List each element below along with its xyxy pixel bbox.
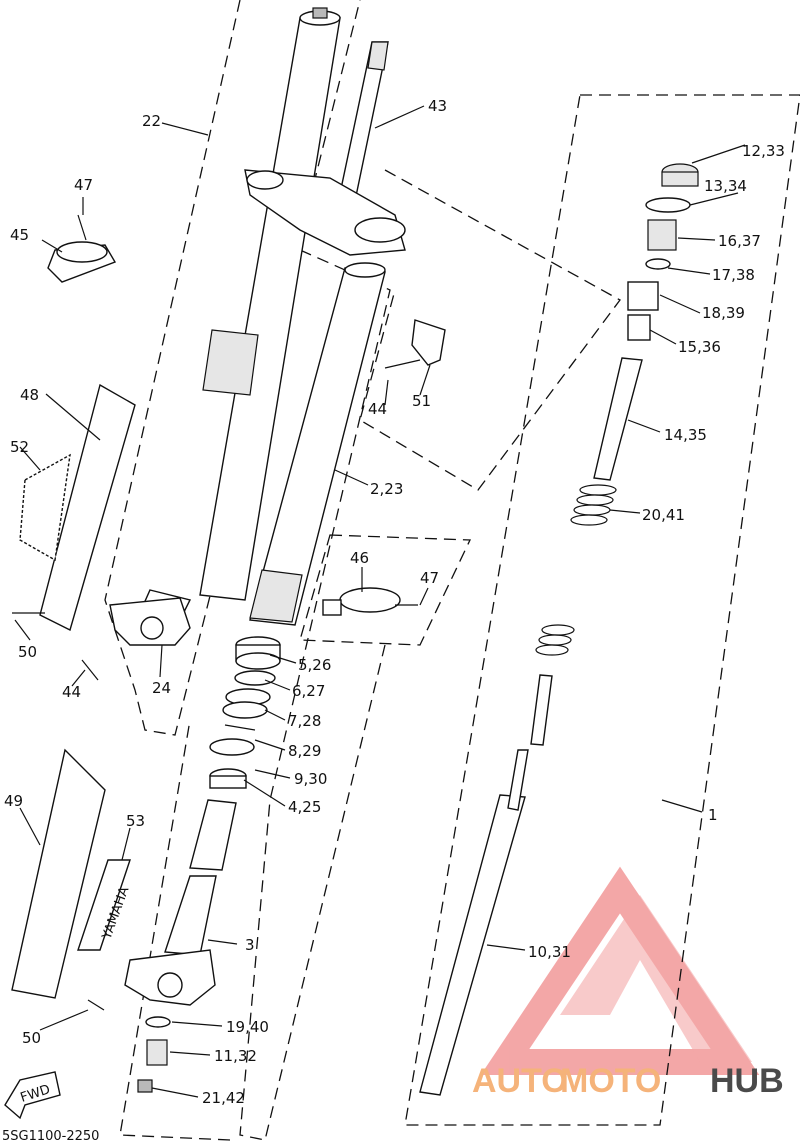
watermark-moto: MOTO: [560, 1062, 661, 1100]
label-9-30: 9,30: [294, 770, 327, 788]
label-3: 3: [245, 936, 255, 954]
label-50-bottom: 50: [22, 1029, 41, 1047]
label-46: 46: [350, 549, 369, 567]
label-47-right: 47: [420, 569, 439, 587]
label-47-top: 47: [74, 176, 93, 194]
label-53: 53: [126, 812, 145, 830]
label-5-26: 5,26: [298, 656, 331, 674]
seal-stack: [209, 636, 281, 789]
label-6-27: 6,27: [292, 682, 325, 700]
brackets-clamps: [47, 241, 446, 616]
label-4-25: 4,25: [288, 798, 321, 816]
label-16-37: 16,37: [718, 232, 761, 250]
label-45: 45: [10, 226, 29, 244]
label-20-41: 20,41: [642, 506, 685, 524]
bottom-small-parts: [137, 1016, 171, 1093]
label-10-31: 10,31: [528, 943, 571, 961]
label-50-top: 50: [18, 643, 37, 661]
label-11-32: 11,32: [214, 1047, 257, 1065]
fwd-arrow: FWD: [4, 1071, 61, 1120]
label-13-34: 13,34: [704, 177, 747, 195]
label-17-38: 17,38: [712, 266, 755, 284]
label-2-23: 2,23: [370, 480, 403, 498]
fork-guards: [11, 383, 136, 999]
label-7-28: 7,28: [288, 712, 321, 730]
diagram-code: 5SG1100-2250: [2, 1129, 99, 1142]
label-14-35: 14,35: [664, 426, 707, 444]
label-12-33: 12,33: [742, 142, 785, 160]
label-51: 51: [412, 392, 431, 410]
part-labels: 12,33 13,34 16,37 17,38 18,39 15,36 14,3…: [4, 97, 785, 1107]
inner-tube: [249, 262, 386, 626]
under-bracket: [244, 169, 406, 256]
label-18-39: 18,39: [702, 304, 745, 322]
label-43: 43: [428, 97, 447, 115]
label-8-29: 8,29: [288, 742, 321, 760]
watermark-text: AUTO MOTO HUB: [472, 1062, 784, 1100]
label-52: 52: [10, 438, 29, 456]
label-44-top: 44: [368, 400, 387, 418]
label-19-40: 19,40: [226, 1018, 269, 1036]
watermark-hub: HUB: [710, 1062, 784, 1100]
watermark-logo: [480, 866, 760, 1075]
label-49: 49: [4, 792, 23, 810]
leader-lines: [14, 105, 746, 1098]
label-48: 48: [20, 386, 39, 404]
bolts: [12, 214, 421, 1011]
label-21-42: 21,42: [202, 1089, 245, 1107]
axle-bracket-24: [109, 597, 191, 646]
label-24: 24: [152, 679, 171, 697]
label-44-left: 44: [62, 683, 81, 701]
yamaha-decal: YAMAHA: [77, 859, 132, 951]
label-1: 1: [708, 806, 718, 824]
lower-tube: [124, 799, 237, 1006]
watermark-auto: AUTO: [472, 1062, 568, 1100]
label-22: 22: [142, 112, 161, 130]
cartridge-parts: [419, 163, 699, 1096]
label-15-36: 15,36: [678, 338, 721, 356]
